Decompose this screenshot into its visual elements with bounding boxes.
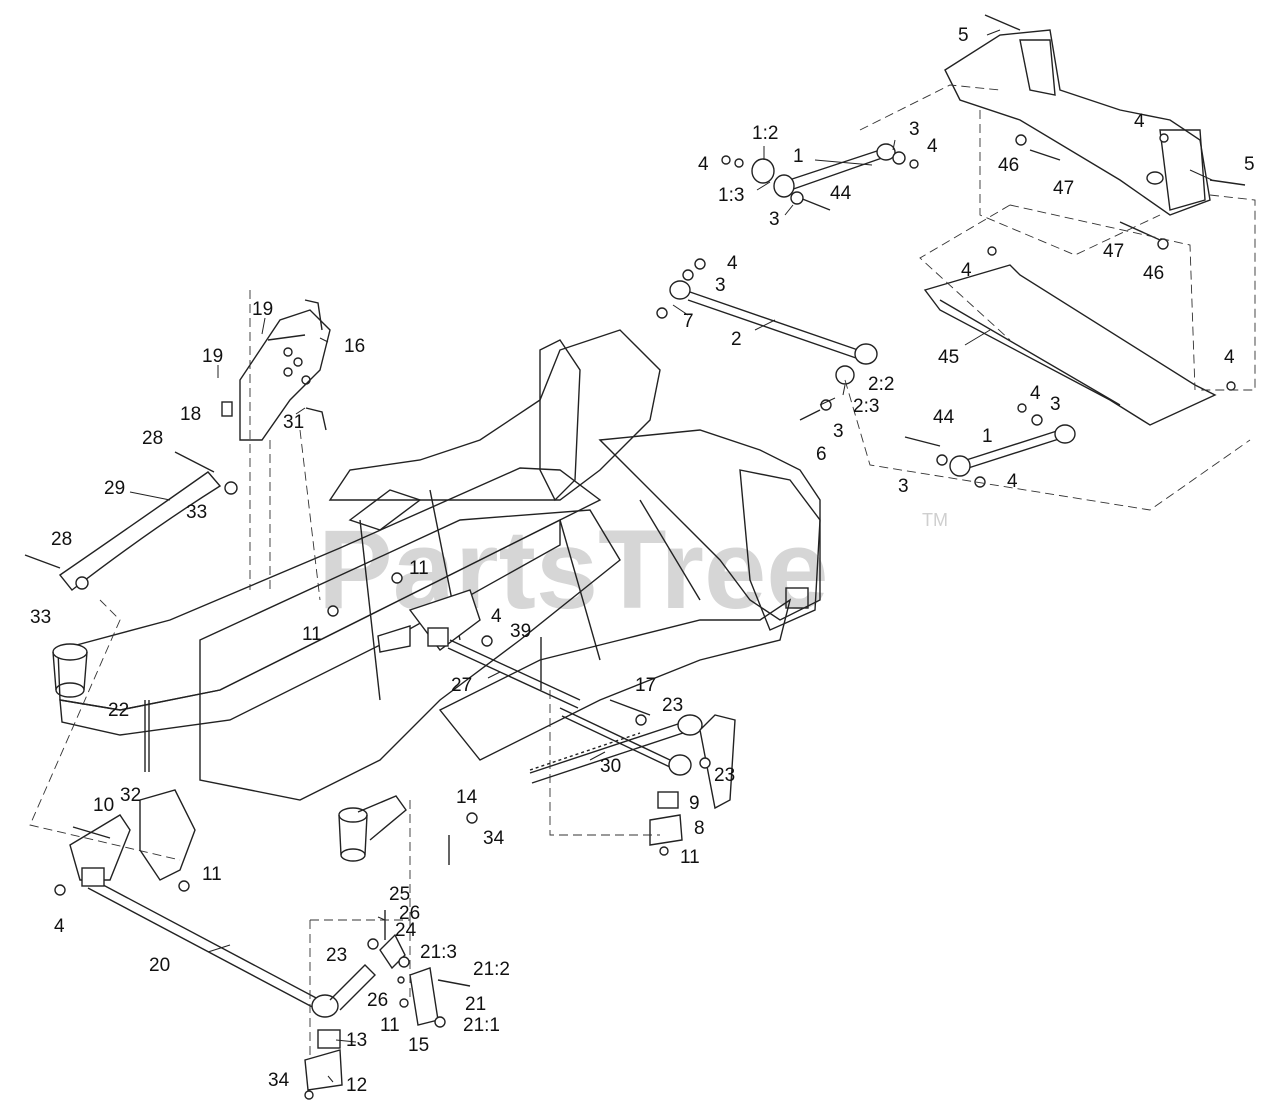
callout-label: 23 [326, 945, 347, 966]
callout-label: 12 [346, 1075, 367, 1096]
callout-label: 6 [816, 444, 827, 465]
callout-label: 2:2 [868, 374, 894, 395]
link-rods [669, 143, 1076, 477]
callout-label: 18 [180, 404, 201, 425]
callout-label: 17 [635, 675, 656, 696]
callout-label: 45 [938, 347, 959, 368]
callout-label: 25 [389, 884, 410, 905]
strap-29 [24, 451, 238, 591]
callout-labels: 5 1:2 3 4 1 4 4 46 47 5 1:3 3 44 47 46 4… [30, 25, 1255, 1096]
callout-label: 11 [409, 558, 429, 579]
callout-label: 3 [833, 421, 844, 442]
callout-label: 24 [395, 920, 417, 941]
callout-label: 28 [142, 428, 163, 449]
callout-label: 19 [252, 299, 273, 320]
callout-label: 4 [54, 916, 65, 937]
callout-label: 15 [408, 1035, 429, 1056]
callout-label: 39 [510, 621, 531, 642]
callout-label: 5 [958, 25, 969, 46]
callout-label: 13 [346, 1030, 367, 1051]
callout-label: 4 [927, 136, 938, 157]
callout-label: 1:3 [718, 185, 744, 206]
upper-bracket [944, 29, 1211, 216]
callout-label: 30 [600, 756, 621, 777]
callout-label: 46 [998, 155, 1019, 176]
callout-label: 11 [302, 624, 322, 645]
callout-label: 4 [961, 260, 972, 281]
main-frame [57, 329, 821, 801]
callout-label: 34 [268, 1070, 290, 1091]
callout-label: 28 [51, 529, 72, 550]
callout-label: 1 [793, 146, 804, 167]
callout-label: 33 [30, 607, 51, 628]
callout-label: 9 [689, 793, 700, 814]
linkage-21-26 [304, 910, 471, 1100]
callout-label: 47 [1103, 241, 1124, 262]
callout-label: 21:3 [420, 942, 457, 963]
dashed-guide-lines [29, 84, 1256, 1060]
callout-label: 11 [680, 847, 700, 868]
callout-label: 26 [367, 990, 388, 1011]
callout-label: 11 [380, 1015, 400, 1036]
callout-label: 21 [465, 994, 486, 1015]
front-tube-left [52, 643, 407, 862]
callout-label: 32 [120, 785, 141, 806]
callout-label: 3 [898, 476, 909, 497]
callout-label: 11 [202, 864, 222, 885]
callout-label: 10 [93, 795, 114, 816]
callout-label: 33 [186, 502, 207, 523]
callout-label: 3 [769, 209, 780, 230]
callout-label: 46 [1143, 263, 1164, 284]
callout-label: 21:2 [473, 959, 510, 980]
callout-label: 23 [714, 765, 735, 786]
callout-label: 22 [108, 700, 129, 721]
shaft-30 [529, 699, 736, 810]
callout-label: 44 [933, 407, 955, 428]
callout-label: 31 [283, 412, 304, 433]
callout-label: 4 [1224, 347, 1235, 368]
watermark-trademark: TM [922, 510, 948, 530]
callout-label: 4 [727, 253, 738, 274]
callout-label: 4 [1007, 471, 1018, 492]
callout-label: 27 [451, 675, 472, 696]
callout-label: 2 [731, 329, 742, 350]
callout-label: 3 [909, 119, 920, 140]
callout-label: 1 [982, 426, 993, 447]
clamps-8-9 [649, 791, 683, 856]
callout-label: 26 [399, 903, 420, 924]
callout-label: 2:3 [853, 396, 879, 417]
callout-label: 4 [1134, 111, 1145, 132]
hardware-top-right [656, 14, 1246, 488]
callout-label: 20 [149, 955, 170, 976]
callout-label: 21:1 [463, 1015, 500, 1036]
callout-label: 3 [1050, 394, 1061, 415]
callout-label: 23 [662, 695, 683, 716]
callout-label: 5 [1244, 154, 1255, 175]
callout-label: 16 [344, 336, 365, 357]
callout-label: 3 [715, 275, 726, 296]
front-bar-20 [54, 789, 376, 1018]
watermark-text: PartsTree [318, 507, 829, 632]
leader-lines [129, 29, 1213, 1083]
callout-label: 8 [694, 818, 705, 839]
callout-label: 29 [104, 478, 125, 499]
callout-label: 34 [483, 828, 505, 849]
callout-label: 4 [491, 606, 502, 627]
pedal-assembly [377, 589, 581, 709]
callout-label: 47 [1053, 178, 1074, 199]
callout-label: 44 [830, 183, 852, 204]
callout-label: 14 [456, 787, 478, 808]
callout-label: 1:2 [752, 123, 778, 144]
callout-label: 4 [1030, 383, 1041, 404]
callout-label: 19 [202, 346, 223, 367]
callout-label: 4 [698, 154, 709, 175]
plate-45 [923, 264, 1217, 426]
callout-label: 7 [683, 311, 694, 332]
misc-pins [144, 572, 711, 865]
bracket-16 [221, 299, 331, 441]
